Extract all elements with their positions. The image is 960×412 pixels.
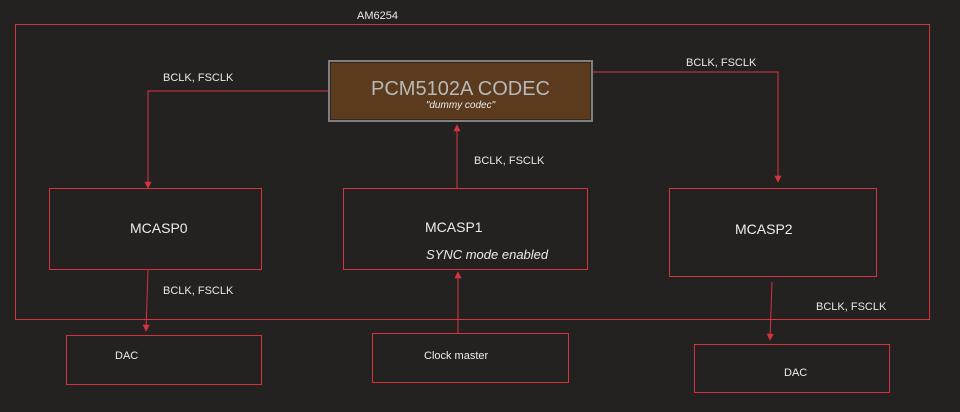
- dac-left-block: DAC: [66, 335, 262, 385]
- signal-label-mcasp2-to-dac: BCLK, FSCLK: [816, 301, 887, 313]
- mcasp1-block: MCASP1 SYNC mode enabled: [343, 188, 588, 270]
- codec-block: PCM5102A CODEC "dummy codec": [328, 60, 593, 122]
- signal-label-codec-to-mcasp0: BCLK, FSCLK: [163, 72, 234, 84]
- signal-label-mcasp0-to-dac: BCLK, FSCLK: [163, 285, 234, 297]
- mcasp1-title: MCASP1: [425, 219, 483, 235]
- mcasp2-block: MCASP2: [669, 188, 877, 277]
- signal-label-codec-to-mcasp2: BCLK, FSCLK: [686, 57, 757, 69]
- mcasp1-note: SYNC mode enabled: [426, 247, 549, 262]
- mcasp2-title: MCASP2: [735, 221, 793, 237]
- dac-right-block: DAC: [694, 344, 890, 393]
- clock-master-block: Clock master: [372, 333, 569, 383]
- dac-left-title: DAC: [115, 350, 139, 362]
- am6254-container: [15, 24, 930, 320]
- clock-master-title: Clock master: [424, 350, 489, 362]
- connector-mcasp2-to-dac: [766, 281, 774, 341]
- mcasp0-title: MCASP0: [130, 220, 188, 236]
- connector-codec-to-mcasp2: [593, 71, 782, 183]
- dac-right-title: DAC: [784, 367, 808, 379]
- container-label: AM6254: [357, 10, 398, 22]
- codec-subtitle: "dummy codec": [425, 100, 496, 111]
- mcasp0-block: MCASP0: [49, 188, 262, 270]
- signal-label-mcasp1-to-codec: BCLK, FSCLK: [474, 155, 545, 167]
- codec-title: PCM5102A CODEC: [371, 78, 550, 100]
- connector-mcasp0-to-dac: [142, 269, 150, 332]
- connector-codec-to-mcasp0: [144, 90, 328, 189]
